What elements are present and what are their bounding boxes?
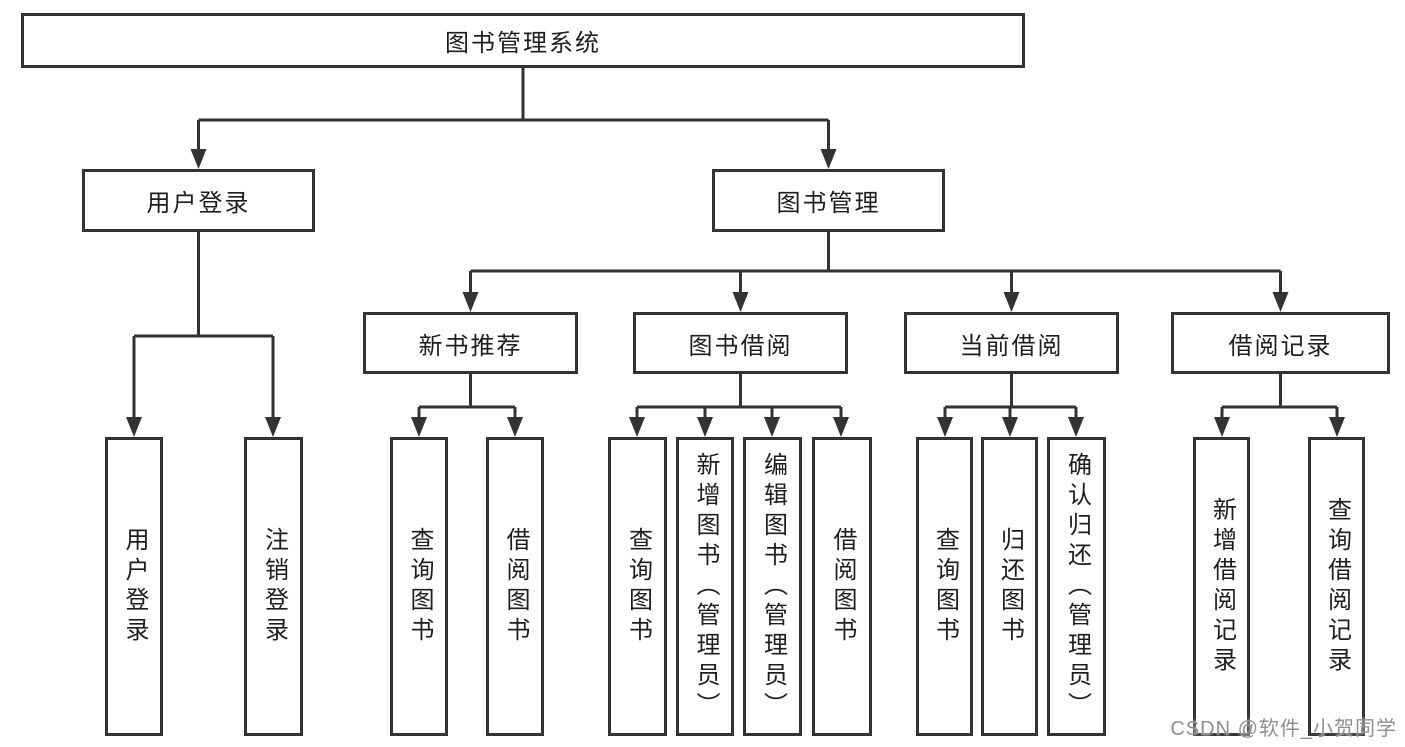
node-label: 用户登录 — [121, 526, 148, 647]
leaf-query-borrow-record: 查询借阅记录 — [1308, 437, 1365, 736]
node-borrow-records: 借阅记录 — [1171, 312, 1390, 374]
node-label: 图书管理系统 — [445, 30, 601, 57]
node-label: 借阅图书 — [502, 526, 529, 647]
leaf-add-borrow-record: 新增借阅记录 — [1193, 437, 1250, 736]
leaf-add-book-admin: 新增图书（管理员） — [676, 437, 734, 736]
leaf-query-books-1: 查询图书 — [390, 437, 448, 736]
node-label: 用户登录 — [146, 190, 251, 217]
node-label: 归还图书 — [996, 526, 1024, 647]
node-label: 查询图书 — [931, 526, 959, 647]
node-book-management: 图书管理 — [712, 169, 945, 232]
node-label: 图书借阅 — [688, 332, 793, 360]
node-label: 查询借阅记录 — [1323, 496, 1351, 677]
node-label: 借阅记录 — [1228, 332, 1333, 360]
node-current-borrow: 当前借阅 — [904, 312, 1119, 374]
node-library-system: 图书管理系统 — [21, 13, 1025, 68]
leaf-return-book: 归还图书 — [981, 437, 1038, 736]
node-label: 新增图书（管理员） — [692, 451, 719, 722]
leaf-confirm-return-admin: 确认归还（管理员） — [1047, 437, 1106, 736]
node-label: 查询图书 — [624, 526, 652, 647]
node-label: 当前借阅 — [959, 332, 1064, 360]
node-label: 新书推荐 — [418, 332, 523, 360]
leaf-query-books-3: 查询图书 — [916, 437, 973, 736]
node-user-login: 用户登录 — [82, 169, 315, 232]
node-label: 注销登录 — [260, 526, 288, 647]
node-label: 新增借阅记录 — [1208, 496, 1236, 677]
node-label: 图书管理 — [776, 190, 881, 217]
leaf-borrow-books-1: 借阅图书 — [486, 437, 544, 736]
leaf-borrow-books-2: 借阅图书 — [812, 437, 872, 736]
node-book-borrow: 图书借阅 — [633, 312, 848, 374]
node-label: 确认归还（管理员） — [1063, 451, 1091, 722]
leaf-user-login: 用户登录 — [105, 437, 163, 736]
watermark: CSDN @软件_小贺同学 — [1170, 718, 1397, 740]
node-label: 编辑图书（管理员） — [759, 451, 787, 722]
leaf-edit-book-admin: 编辑图书（管理员） — [743, 437, 802, 736]
node-new-book-recommend: 新书推荐 — [363, 312, 578, 374]
node-label: 查询图书 — [406, 526, 433, 647]
leaf-query-books-2: 查询图书 — [608, 437, 667, 736]
node-label: 借阅图书 — [829, 526, 856, 647]
leaf-logout: 注销登录 — [244, 437, 303, 736]
